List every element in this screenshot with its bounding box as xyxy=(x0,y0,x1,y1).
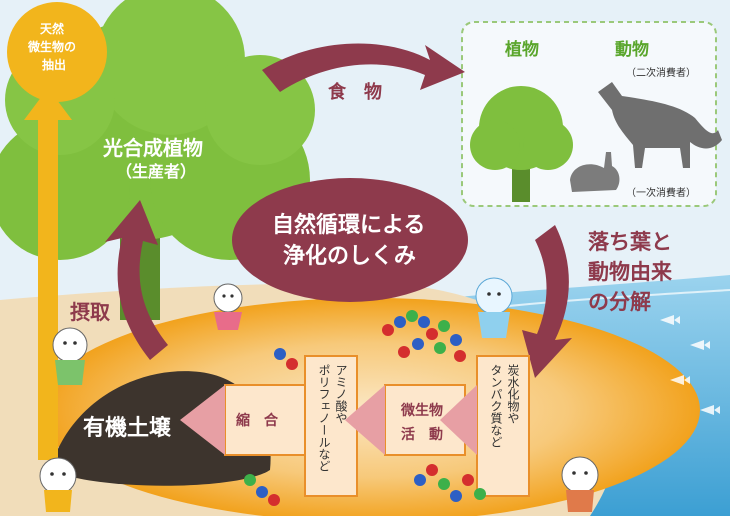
carbs-box xyxy=(476,355,530,497)
food-label: 食 物 xyxy=(328,82,382,103)
microbe-line2: 活 動 xyxy=(401,427,443,443)
decomposition-line1: 落ち葉と xyxy=(588,230,672,254)
extract-label-line2: 微生物の xyxy=(28,40,77,54)
condensation-label: 縮 合 xyxy=(236,413,278,429)
secondary-consumer-label: （二次消費者） xyxy=(626,68,696,79)
mascot-left-top xyxy=(213,283,243,330)
small-tree xyxy=(470,86,573,202)
food-arrow xyxy=(262,43,465,92)
rabbit-icon xyxy=(570,152,620,192)
intake-arrow xyxy=(24,88,72,460)
microbe-line1: 微生物 xyxy=(401,403,443,419)
fish-icons xyxy=(660,315,720,415)
molecule-beads-bottom xyxy=(244,464,486,506)
amino-col2: ポリフェノールなど xyxy=(317,364,331,472)
producer-sub: （生産者） xyxy=(116,162,197,181)
soil-label: 有機土壌 xyxy=(83,416,172,441)
return-arrow xyxy=(105,200,168,360)
plants-label: 植物 xyxy=(505,40,539,60)
amino-box xyxy=(304,355,358,497)
amino-col1: アミノ酸や xyxy=(334,364,348,424)
center-line2: 浄化のしくみ xyxy=(283,244,416,269)
mascot-bottom-left xyxy=(39,457,77,512)
mascot-right xyxy=(475,277,513,338)
pink-arrow-left-1 xyxy=(180,385,225,455)
carbs-col2: タンパク質など xyxy=(489,364,503,448)
carbs-col1: 炭水化物や xyxy=(506,364,520,424)
producer-title: 光合成植物 xyxy=(103,136,203,160)
decomposition-line2: 動物由来 xyxy=(588,260,672,284)
center-line1: 自然循環による xyxy=(272,213,426,238)
center-ellipse xyxy=(232,178,468,302)
molecule-beads-top xyxy=(274,310,466,370)
extract-label-line1: 天然 xyxy=(40,22,65,36)
big-tree xyxy=(0,0,315,320)
pink-arrow-left-3 xyxy=(440,385,477,455)
decomposition-arrow xyxy=(522,225,572,378)
extract-circle xyxy=(7,2,107,102)
animals-label: 動物 xyxy=(615,40,649,60)
intake-label: 摂取 xyxy=(70,300,110,324)
primary-consumer-label: （一次消費者） xyxy=(626,188,696,199)
mascot-left xyxy=(52,327,88,385)
decomposition-line3: の分解 xyxy=(588,290,651,314)
pink-arrow-left-2 xyxy=(345,385,385,455)
mascot-bottom-right xyxy=(561,456,599,512)
extract-label-line3: 抽出 xyxy=(42,58,67,72)
condensation-box xyxy=(224,384,306,456)
fox-icon xyxy=(598,82,722,168)
